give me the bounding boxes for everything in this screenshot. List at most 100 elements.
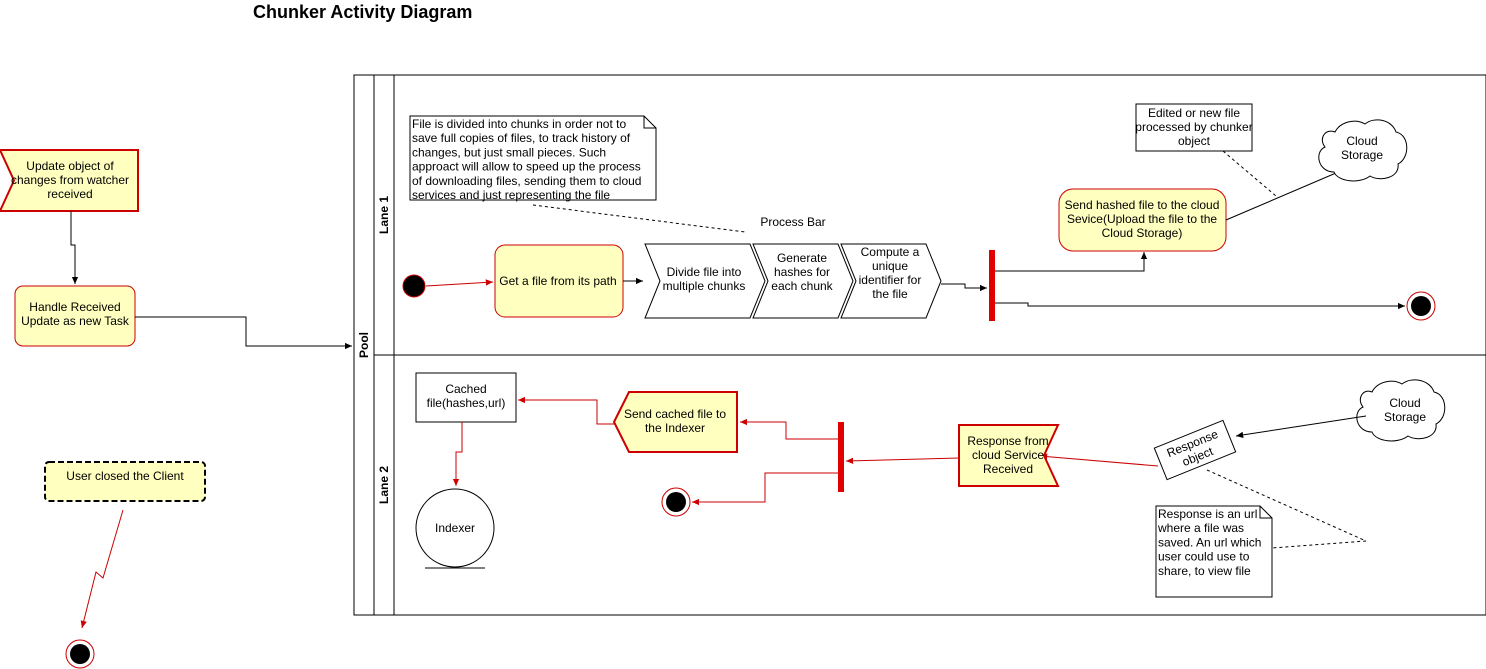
text-line: Received bbox=[983, 462, 1033, 476]
text-line: multiple chunks bbox=[663, 279, 746, 293]
text-line: of downloading files, sending them to cl… bbox=[412, 174, 641, 188]
edge-send-cached-to-cached-file bbox=[518, 396, 614, 425]
pool: Pool Lane 1 Lane 2 bbox=[353, 74, 1486, 616]
text-line: Storage bbox=[1384, 410, 1426, 424]
lane-1-label: Lane 1 bbox=[377, 196, 391, 234]
final-node-outside bbox=[65, 639, 95, 669]
text-line: Cached bbox=[445, 382, 486, 396]
edge-cloud-to-response-object bbox=[1235, 415, 1367, 439]
indexer-node[interactable]: Indexer bbox=[415, 488, 495, 569]
initial-node-lane1 bbox=[402, 274, 426, 298]
text-line: processed by chunker bbox=[1135, 120, 1252, 134]
text-line: user could use to bbox=[1158, 550, 1250, 564]
text-line: saved. An url which bbox=[1158, 535, 1261, 549]
text-line: object bbox=[1178, 134, 1211, 148]
get-file-node[interactable]: Get a file from its path bbox=[494, 244, 624, 318]
text-line: cloud Service bbox=[972, 448, 1044, 462]
text-line: File is divided into chunks in order not… bbox=[412, 117, 626, 131]
text-line: User closed the Client bbox=[66, 469, 184, 483]
edge-cached-to-indexer bbox=[452, 422, 463, 486]
pool-label: Pool bbox=[357, 332, 371, 358]
text-line: Handle Received bbox=[29, 300, 120, 314]
text-line: received bbox=[47, 187, 92, 201]
lane-2-label: Lane 2 bbox=[377, 466, 391, 504]
note-chunks-text: File is divided into chunks in order not… bbox=[412, 117, 641, 202]
text-line: save full copies of files, to track hist… bbox=[412, 131, 631, 145]
edge-fork-to-final bbox=[995, 302, 1405, 310]
text-line: Indexer bbox=[435, 521, 475, 535]
text-line: changes from watcher bbox=[11, 173, 129, 187]
process-bar-label: Process Bar bbox=[760, 215, 825, 229]
text-line: hashes for bbox=[774, 265, 830, 279]
text-line: unique bbox=[872, 259, 908, 273]
response-object-node[interactable]: Responseobject bbox=[1153, 419, 1237, 481]
response-object-label: Responseobject bbox=[1165, 427, 1226, 473]
text-line: services and just representing the file bbox=[412, 188, 610, 202]
user-closed-node[interactable]: User closed the Client bbox=[44, 461, 206, 502]
text-line: Update as new Task bbox=[21, 314, 130, 328]
text-line: share, to view file bbox=[1158, 564, 1251, 578]
edge-received-to-fork bbox=[845, 457, 960, 465]
text-line: file(hashes,url) bbox=[427, 396, 506, 410]
note-edited-connector bbox=[1222, 150, 1277, 197]
diagram-title: Chunker Activity Diagram bbox=[253, 2, 472, 22]
fork-bar-lane1 bbox=[989, 250, 995, 321]
text-line: Send cached file to bbox=[624, 407, 726, 421]
final-node-lane2 bbox=[661, 487, 691, 517]
text-line: Send hashed file to the cloud bbox=[1065, 198, 1220, 212]
text-line: Storage bbox=[1341, 148, 1383, 162]
text-line: Get a file from its path bbox=[499, 274, 616, 288]
note-chunks-connector bbox=[532, 204, 746, 233]
text-line: Update object of bbox=[26, 159, 114, 173]
text-line: Cloud bbox=[1389, 396, 1420, 410]
text-line: Edited or new file bbox=[1148, 106, 1240, 120]
edge-send-to-cloud bbox=[1225, 169, 1344, 221]
text-line: the file bbox=[872, 287, 908, 301]
edge-compute-to-fork bbox=[941, 283, 987, 292]
get-file-label: Get a file from its path bbox=[499, 274, 616, 288]
text-line: Divide file into bbox=[667, 265, 742, 279]
indexer-label: Indexer bbox=[435, 521, 475, 535]
fork-bar-lane2 bbox=[838, 422, 844, 492]
note-response-connector bbox=[1206, 469, 1367, 549]
text-line: changes, but just small pieces. Such bbox=[412, 145, 606, 159]
edge-initial-to-get-file bbox=[425, 279, 494, 287]
text-line: Cloud bbox=[1346, 134, 1377, 148]
text-line: Response from bbox=[967, 434, 1048, 448]
edge-handle-to-pool bbox=[135, 316, 352, 350]
edge-fork-to-send bbox=[995, 252, 1148, 272]
edge-user-closed-flow bbox=[80, 509, 124, 629]
text-line: Generate bbox=[777, 251, 827, 265]
user-closed-label: User closed the Client bbox=[66, 469, 184, 483]
text-line: each chunk bbox=[771, 279, 833, 293]
edge-fork-to-send-cached bbox=[740, 418, 838, 440]
text-line: where a file was bbox=[1157, 521, 1244, 535]
text-line: Compute a bbox=[861, 245, 920, 259]
text-line: Cloud Storage) bbox=[1102, 226, 1183, 240]
